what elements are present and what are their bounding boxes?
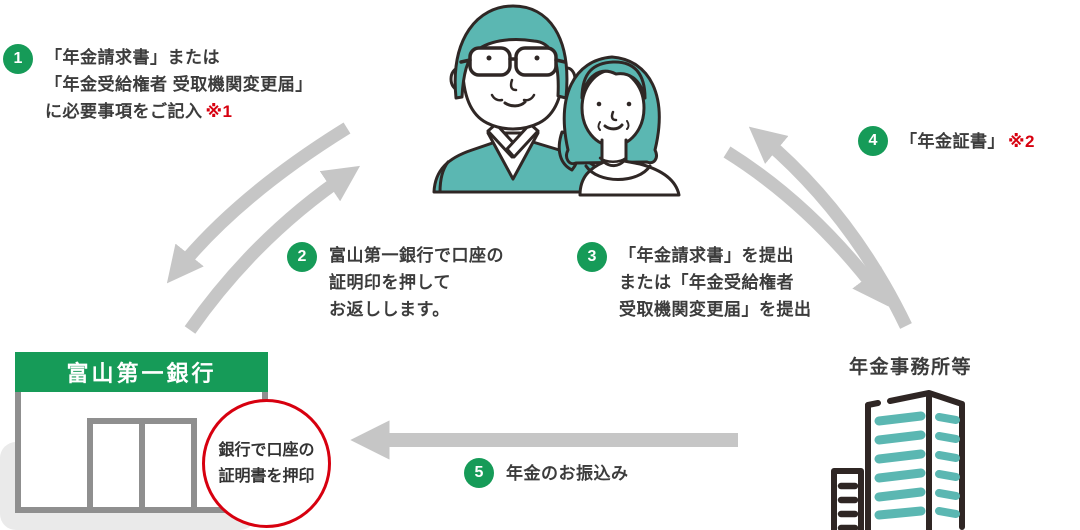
step-1-line2: 「年金受給権者 受取機関変更届」 bbox=[45, 75, 313, 94]
arrow-couple-to-bank-icon bbox=[166, 122, 351, 284]
arrow-bank-to-couple-icon bbox=[184, 165, 361, 334]
step-2-line2: 証明印を押して bbox=[329, 273, 451, 292]
arrow-office-to-couple-icon bbox=[748, 126, 912, 329]
bank-doors bbox=[87, 418, 197, 507]
office-tower-windows bbox=[874, 411, 926, 520]
step-2: 2 富山第一銀行で口座の 証明印を押して お返しします。 bbox=[287, 242, 504, 323]
man-eye-left bbox=[486, 55, 492, 61]
step-5: 5 年金のお振込み bbox=[464, 458, 629, 488]
office-tower-outline bbox=[865, 390, 965, 530]
man-eye-right bbox=[534, 55, 540, 61]
step-1-line3: に必要事項をご記入※1 bbox=[45, 102, 233, 121]
bank-door-left bbox=[93, 424, 145, 507]
step-1-number-badge: 1 bbox=[3, 44, 33, 74]
office-annex-windows bbox=[837, 482, 859, 530]
office-tower-windows-side bbox=[935, 413, 960, 518]
step-4: 4 「年金証書」※2 bbox=[858, 126, 1035, 156]
step-2-text: 富山第一銀行で口座の 証明印を押して お返しします。 bbox=[329, 242, 504, 323]
woman-eye-left bbox=[596, 101, 602, 107]
arrow-couple-to-office-icon bbox=[723, 146, 889, 307]
step-3-text: 「年金請求書」を提出 または「年金受給権者 受取機関変更届」を提出 bbox=[619, 242, 812, 323]
woman-mouth-wrinkles bbox=[597, 120, 630, 131]
woman-face bbox=[580, 68, 646, 148]
bank-sign: 富山第一銀行 bbox=[15, 352, 268, 392]
office-building-illustration bbox=[831, 390, 965, 530]
step-1-text: 「年金請求書」または 「年金受給権者 受取機関変更届」 に必要事項をご記入※1 bbox=[45, 44, 313, 125]
elderly-couple-illustration bbox=[432, 4, 681, 197]
step-5-number-badge: 5 bbox=[464, 458, 494, 488]
step-2-line1: 富山第一銀行で口座の bbox=[329, 246, 504, 265]
step-3-number-badge: 3 bbox=[577, 242, 607, 272]
flow-arrows bbox=[166, 122, 912, 460]
woman-neck-lines bbox=[600, 138, 628, 162]
step-3-line3: 受取機関変更届」を提出 bbox=[619, 300, 812, 319]
stamp-callout-line2: 証明書を押印 bbox=[218, 467, 315, 485]
step-1-line1: 「年金請求書」または bbox=[45, 48, 220, 67]
office-annex-outline bbox=[831, 468, 864, 530]
pension-office-label: 年金事務所等 bbox=[849, 357, 973, 378]
woman-eye-right bbox=[626, 101, 632, 107]
bank-building-illustration: 富山第一銀行 bbox=[15, 352, 268, 513]
woman-neckline bbox=[584, 164, 652, 181]
woman-nose bbox=[610, 110, 618, 122]
woman-fringe bbox=[580, 60, 647, 100]
step-4-text: 「年金証書」※2 bbox=[900, 131, 1035, 151]
man-smile-lines bbox=[490, 93, 536, 102]
step-3-line2: または「年金受給権者 bbox=[619, 273, 794, 292]
step-4-number-badge: 4 bbox=[858, 126, 888, 156]
woman-mouth bbox=[603, 123, 624, 131]
man-nose bbox=[509, 78, 518, 92]
step-2-line3: お返しします。 bbox=[329, 300, 450, 319]
man-arm-seam bbox=[438, 160, 450, 194]
step-3-line1: 「年金請求書」を提出 bbox=[619, 246, 794, 265]
step-4-note-ref: ※2 bbox=[1008, 131, 1035, 151]
man-mouth bbox=[503, 100, 527, 108]
man-glasses-icon bbox=[459, 46, 567, 77]
step-1: 1 「年金請求書」または 「年金受給権者 受取機関変更届」 に必要事項をご記入※… bbox=[3, 44, 313, 125]
stamp-callout-line1: 銀行で口座の bbox=[218, 441, 315, 459]
bank-stamp-callout: 銀行で口座の 証明書を押印 bbox=[202, 399, 331, 528]
step-3: 3 「年金請求書」を提出 または「年金受給権者 受取機関変更届」を提出 bbox=[577, 242, 812, 323]
woman-neck-base bbox=[598, 156, 628, 163]
step-1-note-ref: ※1 bbox=[205, 102, 233, 121]
bank-door-right bbox=[145, 424, 191, 507]
step-2-number-badge: 2 bbox=[287, 242, 317, 272]
step-5-text: 年金のお振込み bbox=[506, 463, 629, 483]
